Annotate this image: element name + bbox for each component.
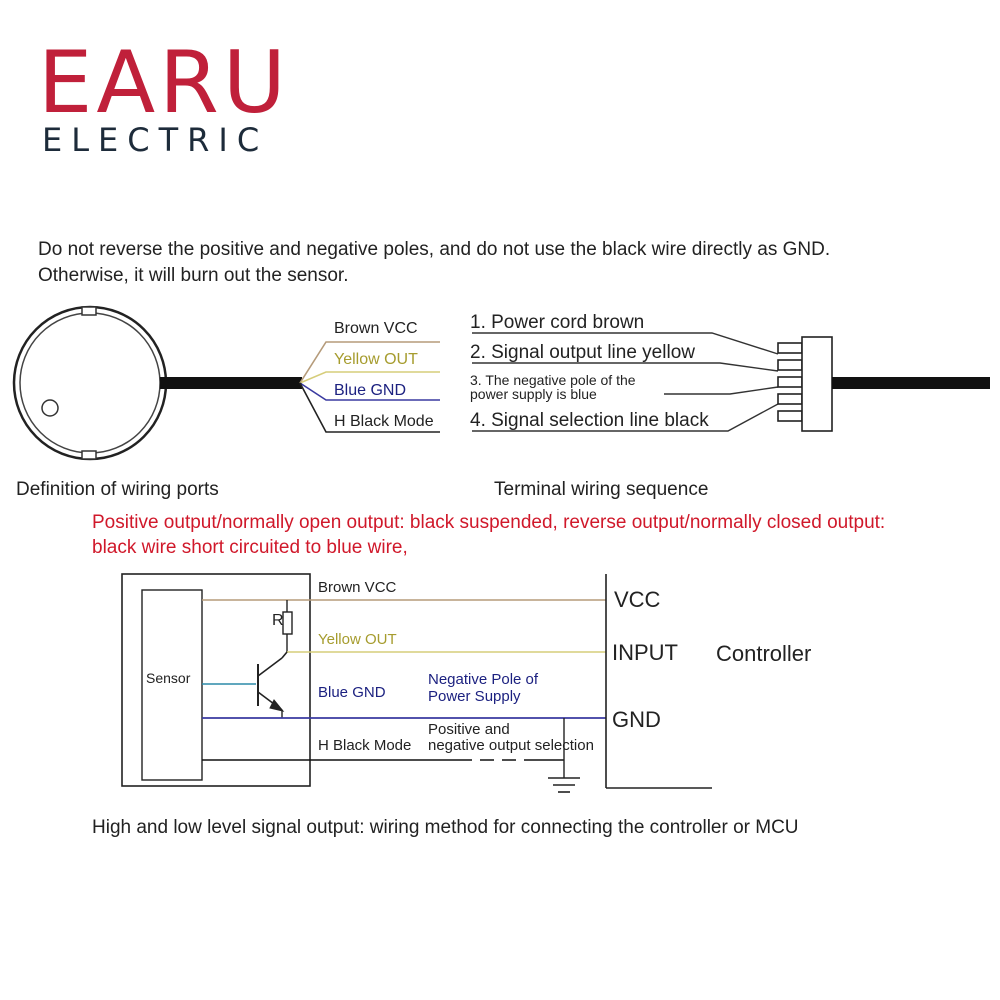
schematic-neg-pole-line-1: Negative Pole of xyxy=(428,671,539,688)
schematic xyxy=(121,573,712,793)
schematic-pos-neg-line-2: negative output selection xyxy=(428,737,594,754)
wire-label-brown: Brown VCC xyxy=(334,320,418,337)
wire-label-blue: Blue GND xyxy=(334,382,407,399)
terminal-item-3-line-1: 3. The negative pole of the xyxy=(470,372,636,388)
connector-cable xyxy=(832,377,990,389)
schematic-neg-pole-line-2: Power Supply xyxy=(428,688,521,705)
schematic-blue-label: Blue GND xyxy=(318,684,386,701)
terminal-item-1: 1. Power cord brown xyxy=(470,312,645,333)
schematic-sensor-label: Sensor xyxy=(146,670,191,686)
wire-fanout xyxy=(299,341,440,433)
schematic-yellow-label: Yellow OUT xyxy=(318,631,397,648)
note-line-2: black wire short circuited to blue wire, xyxy=(92,537,408,558)
sensor-cable xyxy=(160,377,302,389)
caption-bottom: High and low level signal output: wiring… xyxy=(92,817,799,838)
connector xyxy=(777,336,833,432)
warning-line-2: Otherwise, it will burn out the sensor. xyxy=(38,265,349,286)
schematic-input-terminal: INPUT xyxy=(612,640,678,665)
terminal-item-2: 2. Signal output line yellow xyxy=(470,342,695,363)
terminal-leads xyxy=(472,332,779,432)
caption-sequence: Terminal wiring sequence xyxy=(494,479,709,500)
brand-subtitle: ELECTRIC xyxy=(42,121,269,159)
sensor-disc xyxy=(12,305,168,461)
caption-ports: Definition of wiring ports xyxy=(16,479,219,500)
schematic-brown-label: Brown VCC xyxy=(318,579,397,596)
wire-label-black: H Black Mode xyxy=(334,413,434,430)
schematic-controller-label: Controller xyxy=(716,641,812,666)
schematic-black-label: H Black Mode xyxy=(318,737,412,754)
schematic-pos-neg-line-1: Positive and xyxy=(428,721,510,738)
brand-logo: EARU xyxy=(38,33,290,133)
warning-line-1: Do not reverse the positive and negative… xyxy=(38,239,831,260)
schematic-gnd-terminal: GND xyxy=(612,707,661,732)
terminal-item-3-line-2: power supply is blue xyxy=(470,386,597,402)
schematic-resistor-label: R xyxy=(272,612,284,629)
note-line-1: Positive output/normally open output: bl… xyxy=(92,512,886,533)
wire-label-yellow: Yellow OUT xyxy=(334,351,418,368)
schematic-vcc-terminal: VCC xyxy=(614,587,661,612)
terminal-item-4: 4. Signal selection line black xyxy=(470,410,709,431)
